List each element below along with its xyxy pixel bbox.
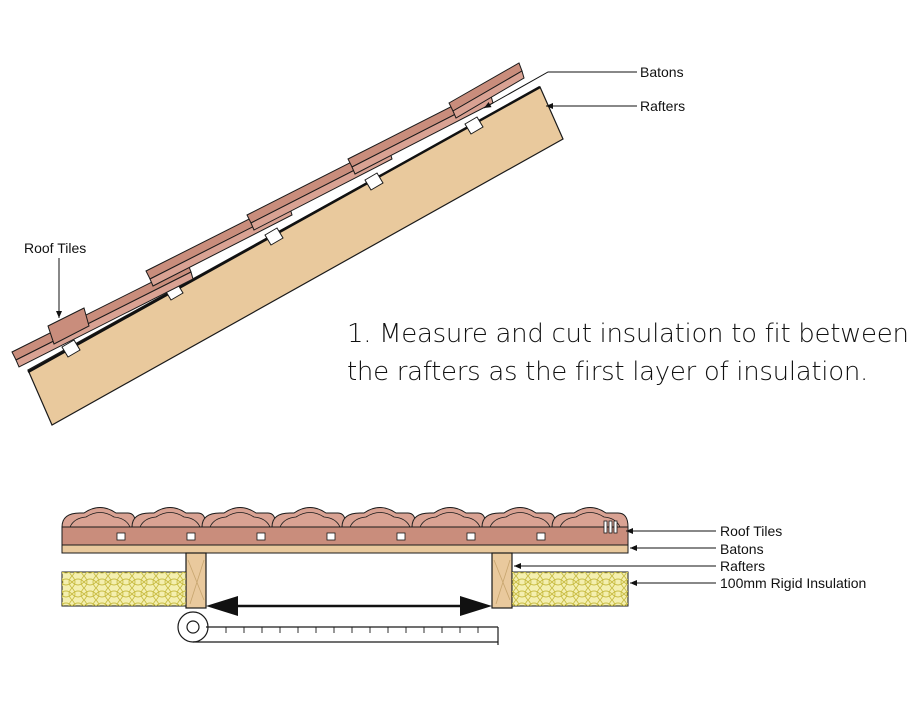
label-insulation-bottom: 100mm Rigid Insulation xyxy=(720,575,867,591)
bottom-leader-lines xyxy=(514,528,716,586)
baton-layer xyxy=(61,544,629,554)
top-leader-lines xyxy=(56,71,637,318)
instruction-text: 1. Measure and cut insulation to fit bet… xyxy=(347,315,915,391)
label-rafters-top: Rafters xyxy=(640,98,686,114)
label-batons-bottom: Batons xyxy=(720,541,764,557)
label-roof-tiles-top: Roof Tiles xyxy=(24,240,87,256)
insulation-right xyxy=(511,571,629,607)
instruction-line-1: 1. Measure and cut insulation to fit bet… xyxy=(347,319,909,349)
tape-measure xyxy=(177,611,499,645)
label-rafters-bottom: Rafters xyxy=(720,558,766,574)
label-batons-top: Batons xyxy=(640,64,684,80)
sloped-batons xyxy=(61,116,484,358)
label-roof-tiles-bottom: Roof Tiles xyxy=(720,523,783,539)
insulation-left xyxy=(61,571,187,607)
instruction-line-2: the rafters as the first layer of insula… xyxy=(347,357,868,387)
sloped-roof-section xyxy=(11,62,637,426)
flat-section xyxy=(61,507,716,645)
tile-arches xyxy=(61,507,629,528)
felt-line xyxy=(27,85,541,374)
sloped-tiles xyxy=(11,62,525,368)
measurement-arrow xyxy=(206,596,492,616)
tile-clips xyxy=(116,520,618,541)
